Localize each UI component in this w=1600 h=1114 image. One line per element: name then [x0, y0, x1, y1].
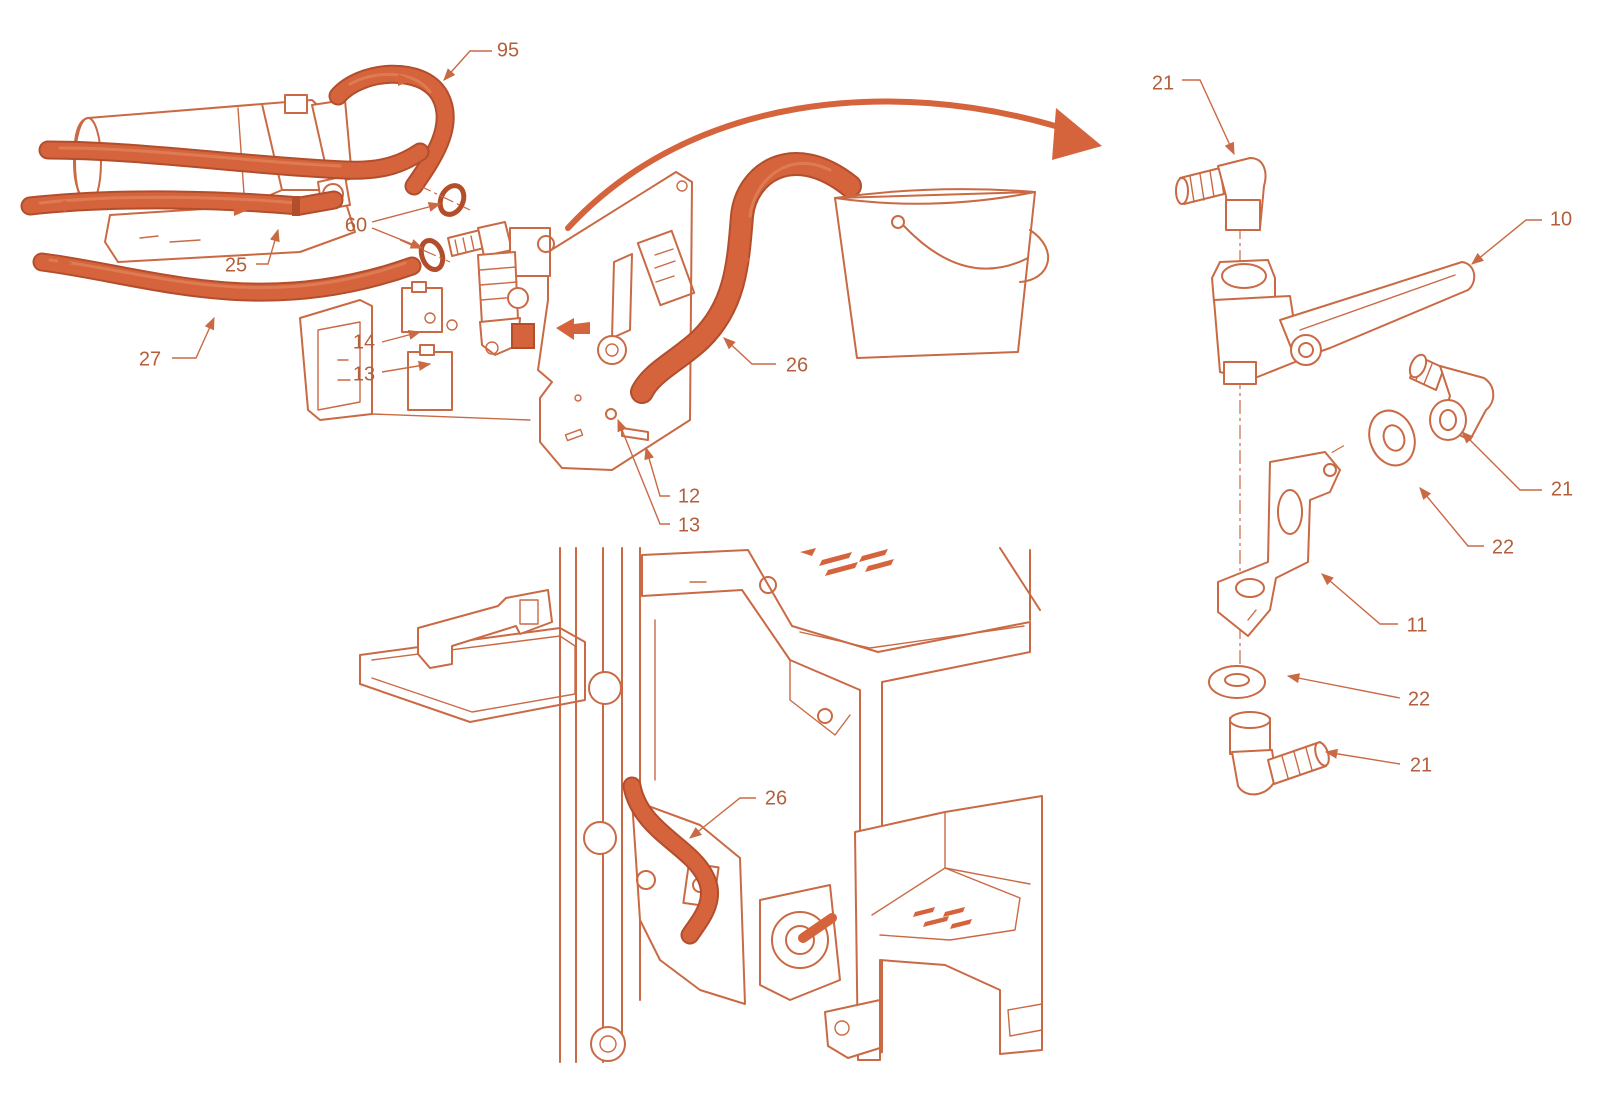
- control-boxes: [299, 281, 531, 421]
- valve-assembly: [447, 221, 555, 356]
- callout-60: 60: [345, 214, 367, 236]
- bucket: [834, 188, 1050, 359]
- callout-labels: 95 60 25 27 14 13 26 12 13 21 10 21 22 1…: [139, 39, 1573, 809]
- callout-10: 10: [1550, 208, 1572, 230]
- drain-knob: [759, 884, 841, 1001]
- callout-22-top: 22: [1492, 536, 1514, 558]
- hose-95: [328, 64, 455, 196]
- valve-parts-exploded: [1175, 157, 1495, 796]
- callout-26-top: 26: [786, 354, 808, 376]
- bracket-11: [1217, 451, 1341, 637]
- callout-11: 11: [1407, 614, 1428, 636]
- callout-95: 95: [497, 39, 519, 61]
- hose-25: [20, 190, 344, 216]
- elbow-fitting-bottom: [1229, 711, 1330, 796]
- callout-13-left: 13: [353, 363, 375, 385]
- callout-14: 14: [353, 331, 375, 353]
- hose-26-top: [630, 152, 862, 404]
- callout-26-bottom: 26: [765, 787, 787, 809]
- callout-27: 27: [139, 348, 161, 370]
- callout-21-bottom: 21: [1410, 754, 1432, 776]
- callout-22-bottom: 22: [1408, 688, 1430, 710]
- o-rings-60: [399, 183, 471, 273]
- hose-cross: [38, 140, 430, 180]
- callout-25: 25: [225, 254, 247, 276]
- mounting-plate: [537, 171, 696, 471]
- ball-valve-10: [1211, 259, 1476, 385]
- callout-21-right: 21: [1551, 478, 1573, 500]
- callout-12: 12: [678, 485, 700, 507]
- washer-22-bottom: [1208, 665, 1266, 699]
- callout-21-top: 21: [1152, 72, 1174, 94]
- direction-arrow: [565, 98, 1102, 231]
- machine-frame: [359, 547, 1043, 1063]
- hose-27: [32, 252, 422, 302]
- elbow-fitting-right: [1408, 353, 1495, 441]
- vent-hatch-top: [800, 548, 894, 576]
- callout-13-plate: 13: [678, 514, 700, 536]
- washer-22-top: [1368, 409, 1416, 467]
- leader-lines: [172, 50, 1542, 839]
- hose-26-bottom: [622, 776, 719, 945]
- elbow-fitting-top: [1175, 157, 1267, 231]
- vent-hatch-step: [913, 907, 972, 929]
- pump-assembly: [73, 94, 356, 263]
